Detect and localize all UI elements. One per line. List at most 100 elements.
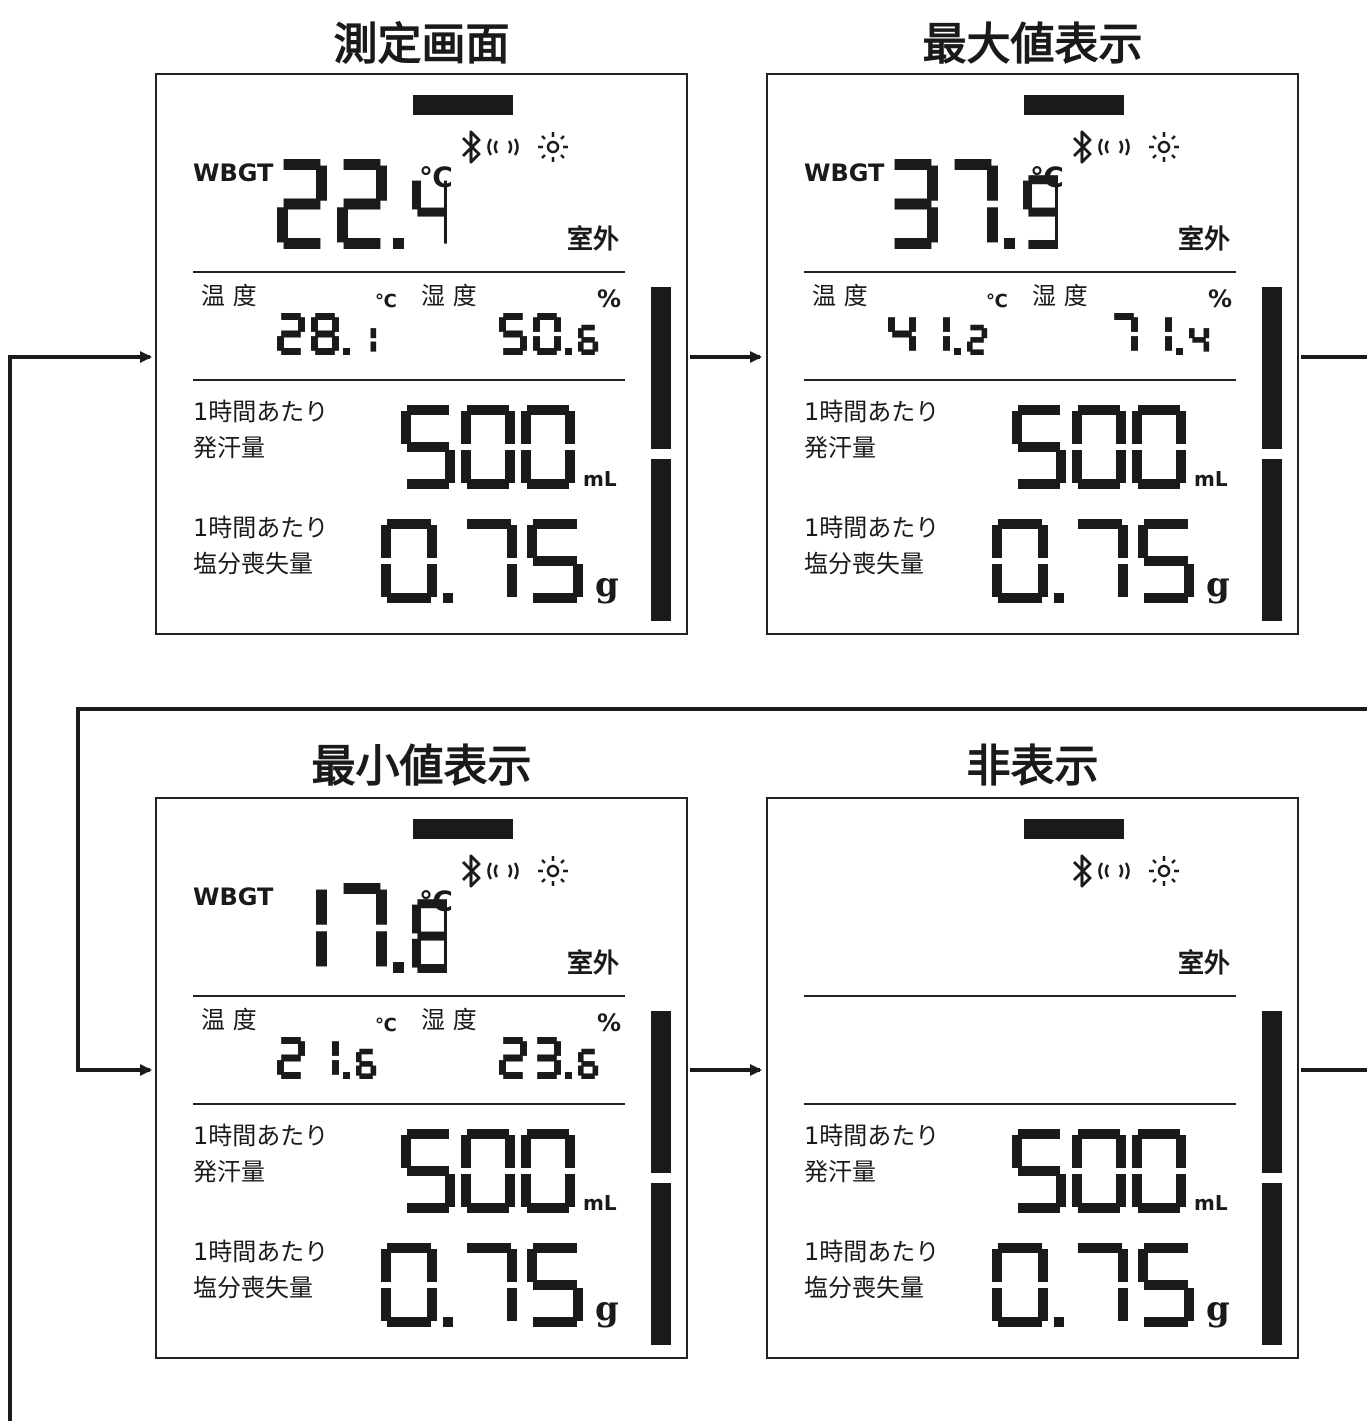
vibration-icon <box>1098 862 1130 880</box>
divider <box>804 271 1236 273</box>
decimal-point <box>443 593 453 603</box>
divider <box>804 995 1236 997</box>
salt-value <box>992 511 1202 603</box>
backlight-icon <box>538 132 568 162</box>
humidity-value <box>499 289 619 355</box>
location-label: 室外 <box>567 225 620 255</box>
lcd-digit <box>967 324 988 355</box>
temperature-value <box>888 289 988 355</box>
lcd-digit <box>337 159 387 249</box>
salt-unit: g <box>1206 565 1230 605</box>
lcd-digit <box>1165 317 1172 351</box>
temperature-label: 温 度 <box>201 1006 257 1034</box>
lcd-digit <box>894 159 938 249</box>
temperature-value <box>277 1013 377 1079</box>
salt-label-line1: 1時間あたり <box>804 514 940 542</box>
level-bar-upper <box>651 1011 671 1173</box>
level-bar-lower <box>651 459 671 621</box>
humidity-label: 湿 度 <box>1032 282 1088 310</box>
humidity-unit: % <box>1208 285 1233 313</box>
salt-label-line1: 1時間あたり <box>804 1238 940 1266</box>
divider <box>804 1103 1236 1105</box>
decimal-point <box>565 1072 572 1079</box>
lcd-digit <box>1012 405 1066 489</box>
backlight-icon <box>538 856 568 886</box>
lcd-digit <box>401 1129 455 1213</box>
salt-label-line1: 1時間あたり <box>193 1238 329 1266</box>
lcd-digit <box>277 159 327 249</box>
lcd-digit <box>316 889 327 967</box>
vibration-icon <box>1098 138 1130 156</box>
lcd-digit <box>943 317 950 351</box>
salt-label-line2: 塩分喪失量 <box>193 550 313 578</box>
salt-label-line2: 塩分喪失量 <box>804 1274 924 1302</box>
lcd-digit <box>1072 405 1126 489</box>
decimal-point <box>1004 238 1015 249</box>
location-label: 室外 <box>1178 225 1231 255</box>
lcd-digit <box>527 519 583 603</box>
humidity-unit: % <box>597 285 622 313</box>
bluetooth-icon <box>461 130 481 164</box>
level-bar-upper <box>1262 1011 1282 1173</box>
sweat-unit: mL <box>583 467 617 491</box>
lcd-digit <box>954 159 998 243</box>
temperature-value <box>888 1013 988 1079</box>
lcd-digit <box>1132 1129 1186 1213</box>
decimal-point <box>393 238 404 249</box>
vibration-icon <box>487 862 519 880</box>
sweat-label-line2: 発汗量 <box>193 1158 265 1186</box>
salt-unit: g <box>595 565 619 605</box>
lcd-digit <box>992 1243 1048 1327</box>
salt-unit: g <box>595 1289 619 1329</box>
divider <box>193 995 625 997</box>
lcd-digit <box>370 328 377 352</box>
lcd-digit <box>277 313 305 355</box>
lcd-digit <box>343 883 387 967</box>
sweat-label-line2: 発汗量 <box>193 434 265 462</box>
status-icons <box>457 127 587 167</box>
lcd-digit <box>277 1037 305 1079</box>
lcd-digit <box>381 1243 437 1327</box>
wbgt-unit: ℃ <box>419 885 453 918</box>
sweat-value <box>1012 397 1190 489</box>
sweat-label-line1: 1時間あたり <box>804 1122 940 1150</box>
sweat-unit: mL <box>583 1191 617 1215</box>
salt-value <box>381 1235 591 1327</box>
level-bar-lower <box>1262 459 1282 621</box>
lcd-digit <box>578 1048 599 1079</box>
decimal-point <box>443 1317 453 1327</box>
lcd-digit <box>1114 313 1138 351</box>
wbgt-value <box>888 873 1058 973</box>
decimal-point <box>954 348 961 355</box>
lcd-digit <box>888 317 916 351</box>
humidity-value <box>1110 1013 1230 1079</box>
status-bar <box>413 819 513 839</box>
bluetooth-icon <box>1072 854 1092 888</box>
wbgt-label: WBGT <box>193 883 274 911</box>
decimal-point <box>393 962 404 973</box>
location-label: 室外 <box>1178 949 1231 979</box>
divider <box>193 379 625 381</box>
lcd-digit <box>1072 1129 1126 1213</box>
level-bar-upper <box>1262 287 1282 449</box>
salt-value <box>992 1235 1202 1327</box>
lcd-digit <box>311 313 339 355</box>
decimal-point <box>343 1072 350 1079</box>
temperature-unit: ℃ <box>375 1015 397 1036</box>
lcd-digit <box>1078 1243 1128 1321</box>
lcd-digit <box>533 313 561 355</box>
vibration-icon <box>487 138 519 156</box>
sweat-value <box>1012 1121 1190 1213</box>
lcd-digit <box>1138 1243 1194 1327</box>
level-bar-upper <box>651 287 671 449</box>
lcd-digit <box>1012 1129 1066 1213</box>
salt-unit: g <box>1206 1289 1230 1329</box>
lcd-digit <box>521 405 575 489</box>
lcd-digit <box>381 519 437 603</box>
panel-title-max: 最大値表示 <box>922 19 1143 70</box>
temperature-unit: ℃ <box>375 291 397 312</box>
lcd-digit <box>467 519 517 597</box>
